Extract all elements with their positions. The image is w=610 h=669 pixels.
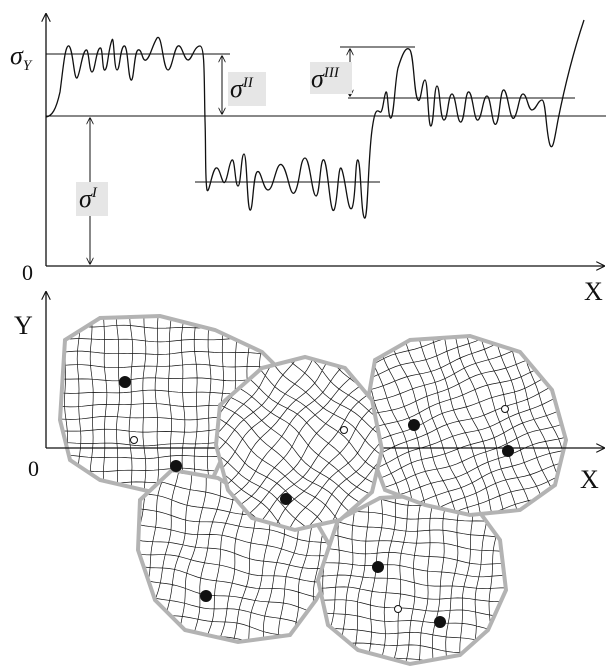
stress-curve bbox=[45, 19, 585, 219]
sigma-ii-label-highlight bbox=[228, 72, 266, 106]
bottom-origin-label: 0 bbox=[28, 456, 39, 481]
grain-e-lattice bbox=[318, 495, 506, 664]
defect-dot bbox=[200, 590, 212, 602]
grain-d-lattice bbox=[138, 470, 338, 642]
top-origin-label: 0 bbox=[22, 260, 33, 285]
defect-dot bbox=[434, 616, 446, 628]
vacancy-ring bbox=[501, 405, 509, 413]
bottom-y-axis-label: Y bbox=[14, 311, 33, 340]
sigma-i-label: σI bbox=[79, 184, 98, 213]
stress-plot: σY σI σII σIII 0 X bbox=[10, 14, 606, 306]
grain-d bbox=[135, 467, 341, 645]
defect-dot bbox=[372, 561, 384, 573]
vacancy-ring bbox=[130, 436, 138, 444]
defect-dot bbox=[502, 445, 514, 457]
vacancy-ring bbox=[394, 605, 402, 613]
defect-dot bbox=[170, 460, 182, 472]
vacancy-ring bbox=[340, 426, 348, 434]
defects bbox=[119, 376, 514, 628]
defect-dot bbox=[119, 376, 131, 388]
sigma-i-label-highlight bbox=[76, 182, 108, 216]
lattice-lines bbox=[138, 470, 338, 642]
top-x-axis-label: X bbox=[584, 277, 603, 306]
bottom-x-axis-label: X bbox=[580, 465, 599, 494]
sigma-iii-label-highlight bbox=[310, 62, 352, 94]
sigma-iii-label: σIII bbox=[311, 64, 340, 93]
grain-structure: Y 0 X bbox=[14, 265, 610, 667]
defect-dot bbox=[280, 493, 292, 505]
defect-dot bbox=[408, 419, 420, 431]
lattice-lines bbox=[318, 495, 506, 664]
grain-b bbox=[213, 354, 385, 533]
sigma-ii-label: σII bbox=[230, 74, 254, 103]
sigma-y-label: σY bbox=[10, 41, 33, 74]
